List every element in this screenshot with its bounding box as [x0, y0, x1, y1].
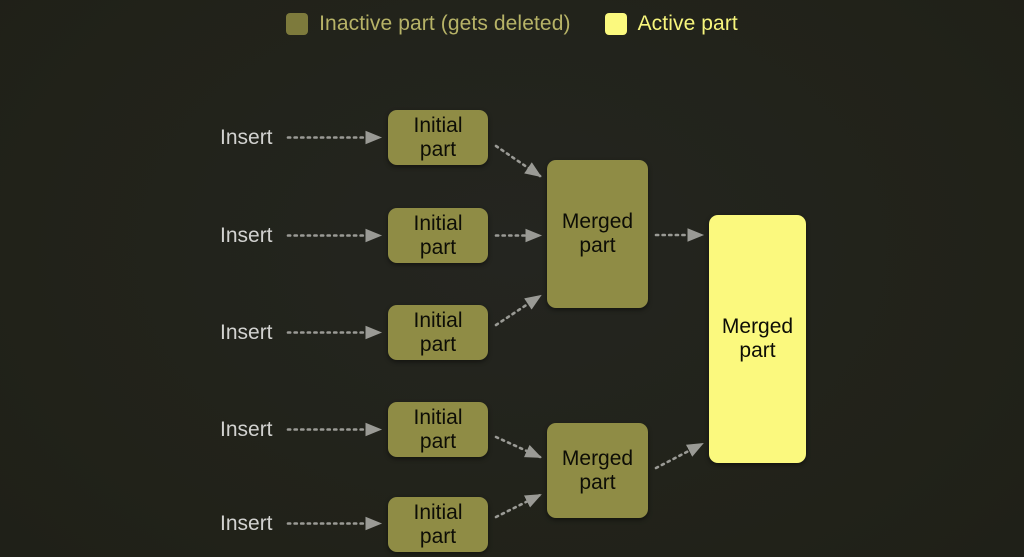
arrow-initial-5-to-merged-bottom — [494, 493, 542, 519]
arrow-initial-3-to-merged-top — [494, 294, 542, 327]
active-swatch-icon — [604, 13, 627, 35]
insert-label-2: Insert — [220, 224, 273, 247]
legend-label-active: Active part — [637, 12, 738, 35]
inactive-swatch-icon — [286, 13, 309, 35]
legend-item-inactive: Inactive part (gets deleted) — [286, 12, 570, 36]
arrow-merged-bottom-to-final — [654, 442, 704, 470]
insert-label-1: Insert — [220, 126, 273, 149]
arrow-initial-1-to-merged-top — [494, 144, 542, 178]
legend-item-active: Active part — [604, 12, 738, 36]
arrow-initial-4-to-merged-bottom — [494, 435, 542, 459]
legend: Inactive part (gets deleted) Active part — [0, 0, 1024, 48]
insert-label-4: Insert — [220, 418, 273, 441]
insert-label-3: Insert — [220, 321, 273, 344]
insert-label-5: Insert — [220, 512, 273, 535]
legend-label-inactive: Inactive part (gets deleted) — [319, 12, 571, 35]
